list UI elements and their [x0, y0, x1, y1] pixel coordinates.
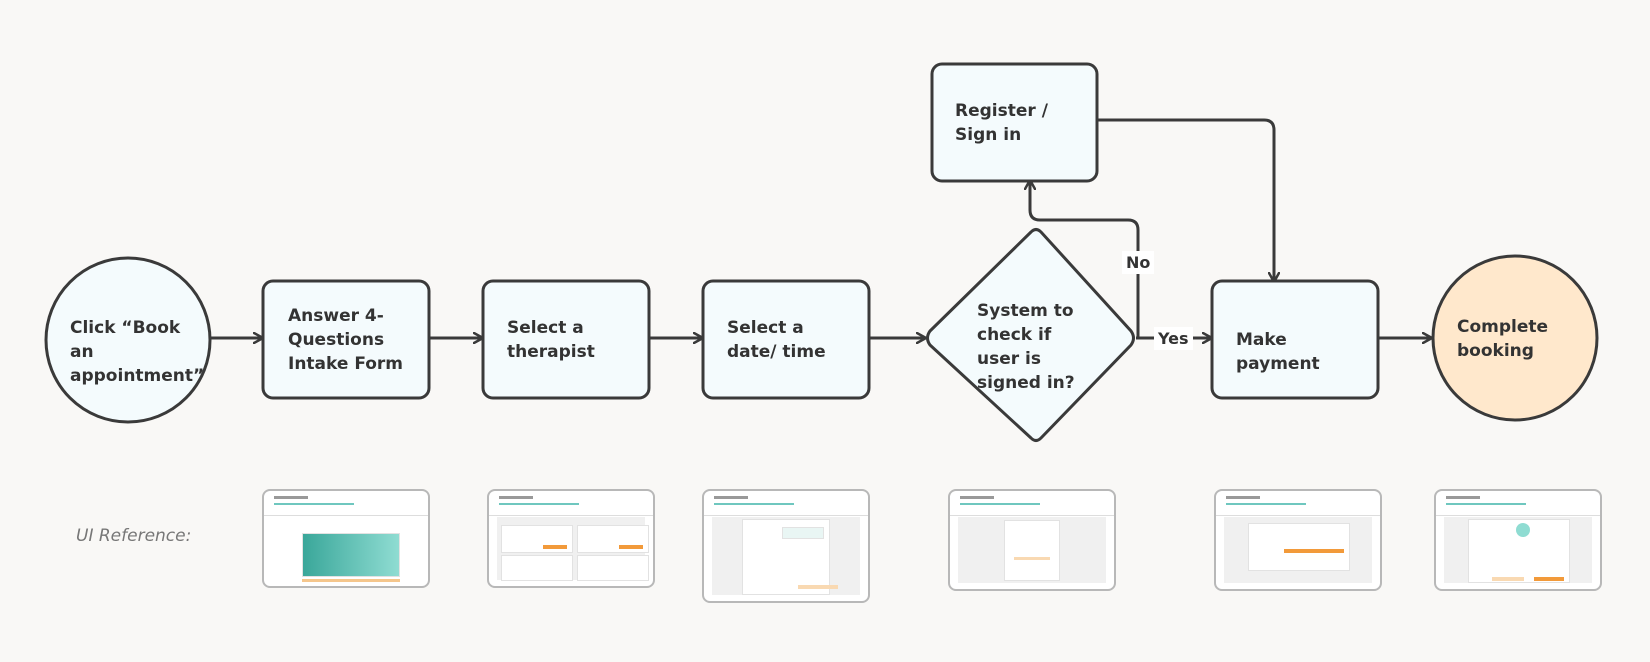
node-intake-shape — [261, 279, 431, 400]
ui-thumbnail-intake[interactable] — [262, 489, 430, 588]
node-complete-shape — [1431, 254, 1599, 422]
edge-register-payment — [1097, 118, 1274, 282]
node-complete-label: Complete booking — [1457, 317, 1549, 361]
edge-check-register-no — [1030, 180, 1140, 338]
ui-thumbnail-therapist[interactable] — [487, 489, 655, 588]
node-datetime-shape — [701, 279, 871, 400]
node-check-label: System to check if user is signed in? — [977, 301, 1075, 393]
node-intake-label: Answer 4-Questions Intake Form — [288, 306, 404, 374]
node-check-shape — [926, 228, 1135, 442]
node-register-shape — [930, 62, 1099, 183]
node-payment-label: Make payment — [1236, 330, 1320, 374]
edge-label-no: No — [1122, 251, 1155, 274]
node-start-shape — [44, 256, 212, 424]
node-register-label: Register / Sign in — [955, 101, 1048, 145]
ui-thumbnail-complete[interactable] — [1434, 489, 1602, 591]
edge-label-yes: Yes — [1154, 327, 1193, 350]
node-therapist-shape — [481, 279, 651, 400]
node-payment-shape — [1210, 279, 1380, 400]
node-start-label: Click “Book an appointment” — [70, 318, 205, 386]
node-datetime-label: Select a date/ time — [727, 318, 826, 362]
ui-thumbnail-payment[interactable] — [1214, 489, 1382, 591]
ui-thumbnail-signin[interactable] — [948, 489, 1116, 591]
ui-reference-label: UI Reference: — [76, 526, 192, 546]
node-therapist-label: Select a therapist — [507, 318, 595, 362]
success-icon — [1516, 523, 1530, 537]
ui-thumbnail-datetime[interactable] — [702, 489, 870, 603]
